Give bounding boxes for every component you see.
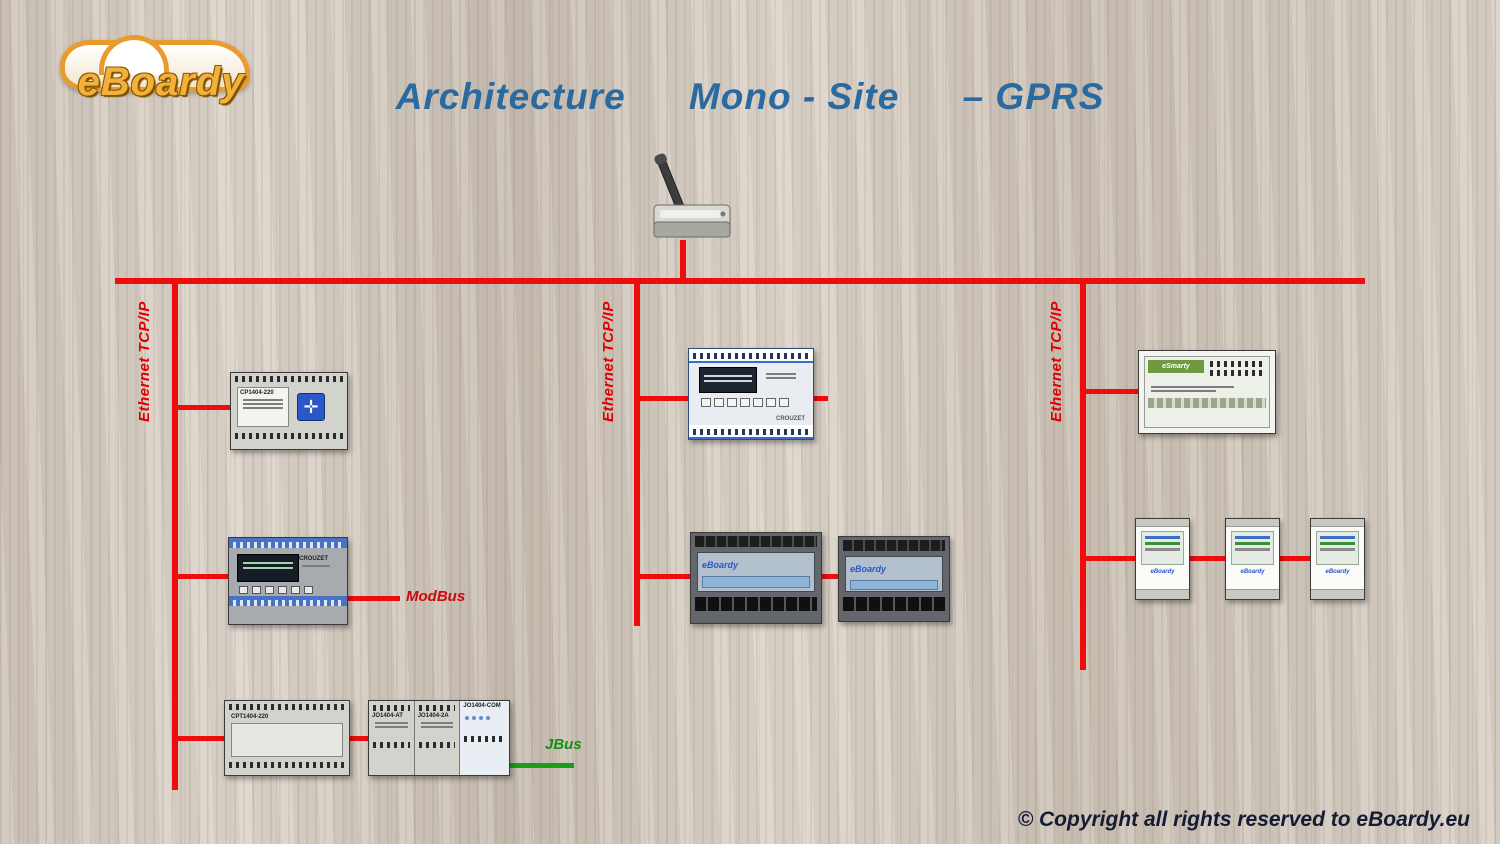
left-stub-3 xyxy=(172,736,228,741)
left-module-connector xyxy=(350,736,368,741)
meter-base xyxy=(1136,589,1189,599)
middle-stub-1 xyxy=(634,396,692,401)
title-part-3: – GPRS xyxy=(962,76,1105,117)
ethernet-label-middle: Ethernet TCP/IP xyxy=(600,301,617,423)
plc-display: CP1404-220 xyxy=(237,387,289,427)
plc-display xyxy=(231,723,343,757)
module-label: JO1404-AT xyxy=(372,713,403,719)
meter-display xyxy=(702,576,810,588)
button-row-icon xyxy=(239,586,347,594)
cloud-icon xyxy=(60,35,250,92)
ethernet-main-bus-line xyxy=(115,278,1365,284)
meter-face: eBoardy xyxy=(845,556,943,592)
terminal-blocks-icon xyxy=(843,540,945,551)
device-model: CP1404-220 xyxy=(240,390,274,396)
modbus-line xyxy=(346,596,400,601)
right-branch-line xyxy=(1080,278,1086,670)
right-stub-2 xyxy=(1080,556,1137,561)
meter-display xyxy=(1316,531,1359,565)
meter-display xyxy=(1141,531,1184,565)
device-brand: eBoardy xyxy=(1240,569,1265,575)
meter-display xyxy=(850,580,938,590)
meter-base xyxy=(1226,589,1279,599)
left-stub-2 xyxy=(172,574,232,579)
title-part-2: Mono - Site xyxy=(688,76,900,117)
middle-branch-line xyxy=(634,278,640,626)
terminal-row-icon xyxy=(229,762,345,768)
plc-left-top: CP1404-220 ✛ xyxy=(230,372,348,450)
terminal-blocks-icon xyxy=(695,597,817,611)
terminal-strip-top xyxy=(689,349,813,363)
meter-cap xyxy=(1136,519,1189,527)
right-meter-connector-1 xyxy=(1188,556,1227,561)
jbus-line xyxy=(510,763,574,768)
ethernet-label-right: Ethernet TCP/IP xyxy=(1048,301,1065,423)
device-model: CPT1404-220 xyxy=(231,714,269,720)
button-row-icon xyxy=(701,398,813,407)
terminal-strip-bottom xyxy=(689,425,813,439)
plc-display xyxy=(699,367,757,393)
device-brand: CROUZET xyxy=(776,416,805,422)
extension-module: JO1404-AT xyxy=(369,701,415,775)
meter-display xyxy=(1231,531,1274,565)
jbus-label: JBus xyxy=(545,736,582,753)
middle-meter-connector xyxy=(820,574,838,579)
meter-base xyxy=(1311,589,1364,599)
title-part-1: Architecture xyxy=(395,76,626,117)
terminal-strip-bottom xyxy=(229,596,347,606)
right-stub-1 xyxy=(1080,389,1140,394)
plc-display xyxy=(237,554,299,582)
copyright-text: © Copyright all rights reserved to eBoar… xyxy=(1017,808,1470,831)
right-meter-connector-2 xyxy=(1278,556,1312,561)
plc-left-bottom: CPT1404-220 xyxy=(224,700,350,776)
gprs-modem xyxy=(610,150,750,255)
extension-module: JO1404-COM xyxy=(460,701,509,775)
left-branch-line xyxy=(172,278,178,790)
device-brand: eSmarty xyxy=(1148,360,1204,373)
meter-cap xyxy=(1311,519,1364,527)
module-label: JO1404-2A xyxy=(417,713,449,719)
terminal-strip-top xyxy=(229,538,347,548)
gprs-modem-icon xyxy=(653,153,731,238)
meter-face: eBoardy xyxy=(697,552,815,592)
controller-right-top: eSmarty xyxy=(1138,350,1276,434)
middle-stub-2 xyxy=(634,574,692,579)
terminal-blocks-icon xyxy=(695,536,817,547)
device-brand: CROUZET xyxy=(299,556,328,562)
terminal-row-icon xyxy=(235,376,343,382)
meter-right-2: eBoardy xyxy=(1225,518,1280,600)
terminal-row-icon xyxy=(1148,398,1266,408)
terminal-blocks-icon xyxy=(843,597,945,611)
extension-modules: JO1404-AT JO1404-2A JO1404-COM xyxy=(368,700,510,776)
modem-drop-line xyxy=(680,240,686,284)
extension-module: JO1404-2A xyxy=(415,701,461,775)
plc-middle-top: CROUZET xyxy=(688,348,814,440)
logo-text: eBoardy xyxy=(77,60,245,104)
plc-left-middle: CROUZET xyxy=(228,537,348,625)
energy-meter-middle-2: eBoardy xyxy=(838,536,950,622)
eboardy-logo: eBoardy xyxy=(52,34,267,126)
meter-right-3: eBoardy xyxy=(1310,518,1365,600)
device-brand: eBoardy xyxy=(702,560,739,570)
module-label: JO1404-COM xyxy=(463,703,501,709)
device-brand: eBoardy xyxy=(850,564,887,574)
keypad-icon: ✛ xyxy=(297,393,325,421)
meter-right-1: eBoardy xyxy=(1135,518,1190,600)
modbus-label: ModBus xyxy=(406,588,466,605)
device-brand: eBoardy xyxy=(1150,569,1175,575)
middle-stub-right xyxy=(812,396,828,401)
device-brand: eBoardy xyxy=(1325,569,1350,575)
ethernet-label-left: Ethernet TCP/IP xyxy=(136,301,153,423)
left-stub-1 xyxy=(172,405,234,410)
terminal-row-icon xyxy=(235,433,343,439)
terminal-row-icon xyxy=(229,704,345,710)
meter-cap xyxy=(1226,519,1279,527)
page-title: Architecture Mono - Site – GPRS xyxy=(0,76,1500,118)
energy-meter-middle-1: eBoardy xyxy=(690,532,822,624)
